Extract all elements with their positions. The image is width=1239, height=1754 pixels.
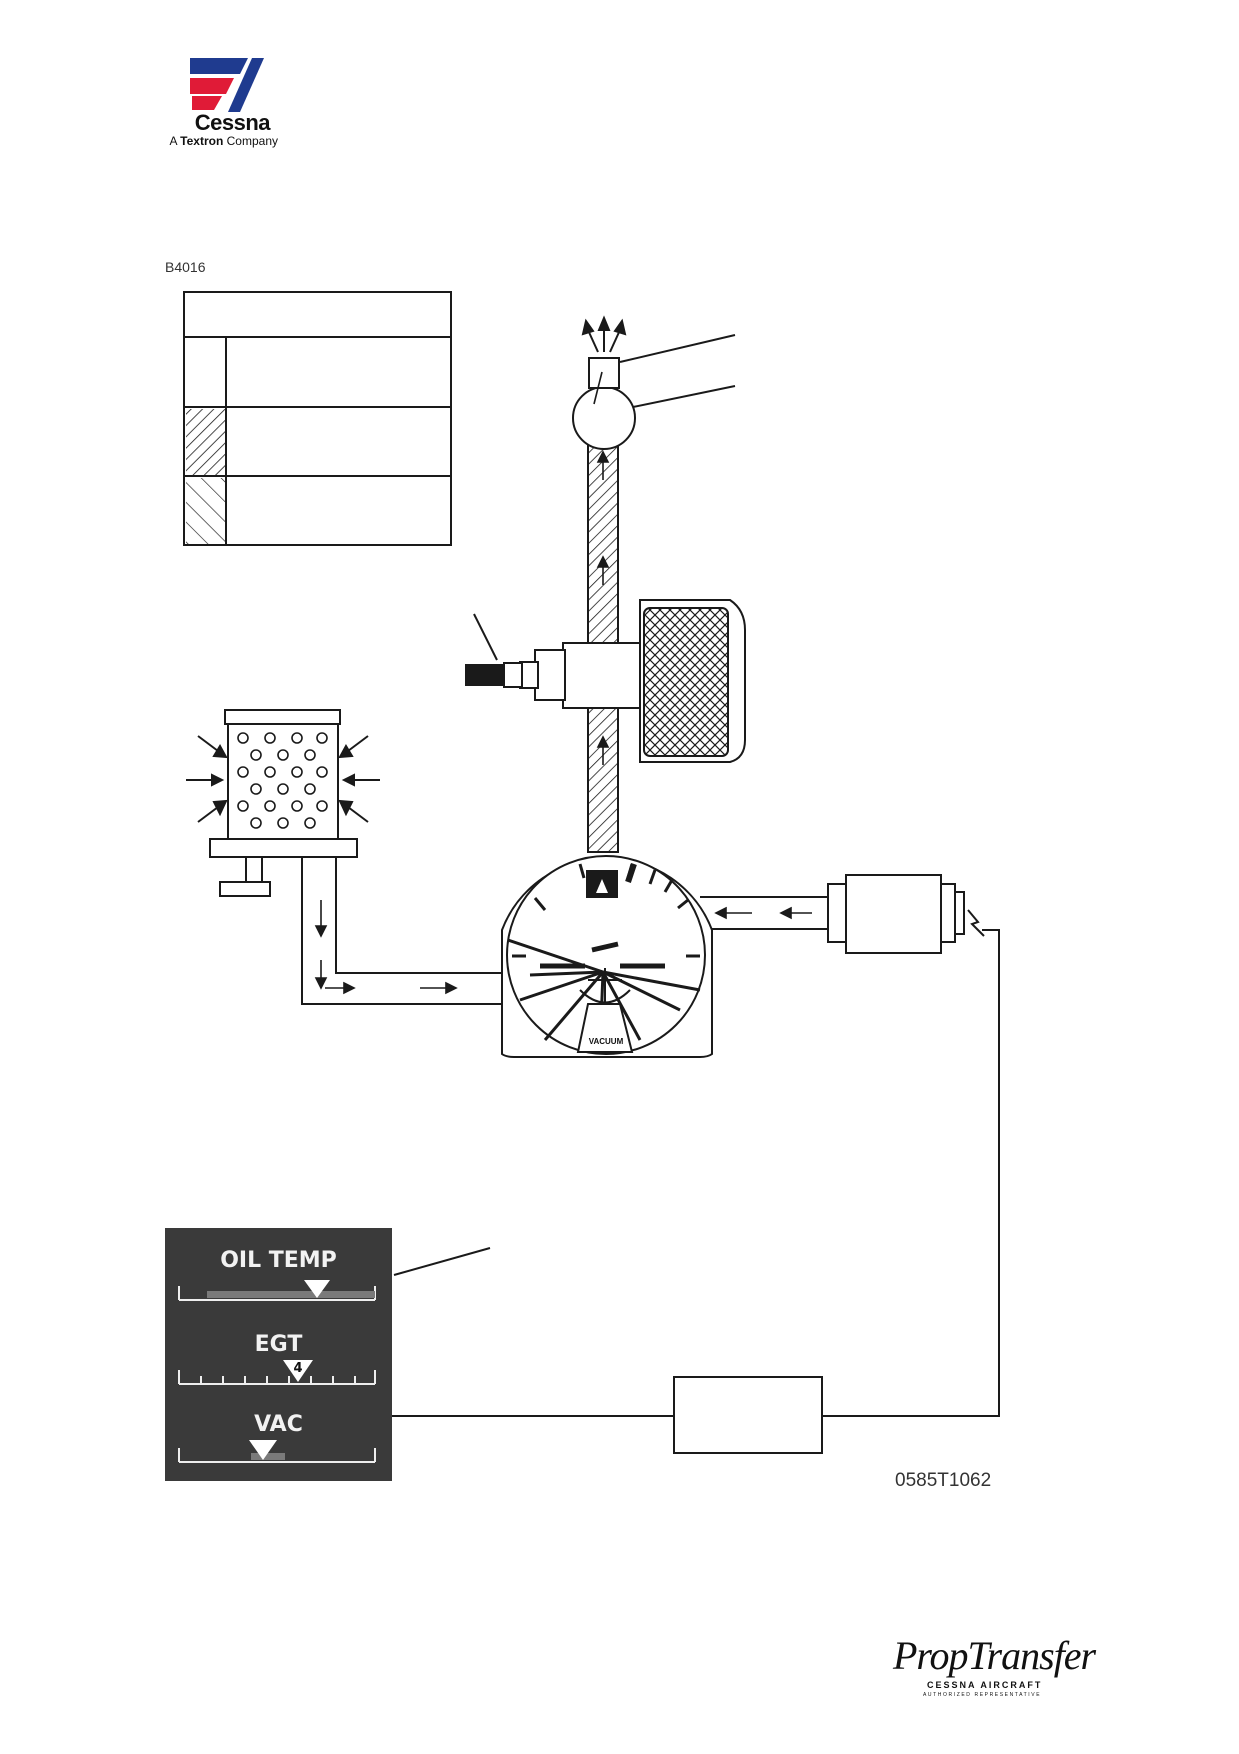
- tagline-prefix: A: [169, 134, 181, 148]
- vac-pointer-icon: [249, 1440, 277, 1460]
- regulator-filter: [639, 599, 746, 763]
- inlet-filter: [209, 709, 358, 897]
- gauge-pointer-icon: [596, 879, 608, 893]
- tagline-brand: Textron: [180, 134, 224, 148]
- gyro-rotor-icon: [579, 968, 631, 1004]
- exhaust-arrows-icon: [581, 315, 627, 353]
- proptransfer-wordmark: PropTransfer: [893, 1633, 1096, 1678]
- egt-cylinder-badge: 4: [293, 1361, 303, 1376]
- proptransfer-line2: AUTHORIZED REPRESENTATIVE: [923, 1692, 1042, 1698]
- vac-label: VAC: [254, 1412, 303, 1437]
- vacuum-gauge-label: VACUUM: [588, 1037, 624, 1046]
- vacuum-regulator: [503, 642, 644, 709]
- callout-leaders-top: [619, 334, 736, 408]
- inlet-duct: [301, 857, 502, 1005]
- flow-arrows-up: [596, 450, 610, 765]
- vacuum-pump: [827, 874, 965, 954]
- signal-converter-box: [673, 1376, 823, 1454]
- egt-label: EGT: [254, 1332, 303, 1357]
- vac-green-band: [251, 1453, 285, 1460]
- gyro-instrument: [501, 855, 713, 1058]
- gyro-instrument-index-wedge: [576, 1003, 634, 1053]
- legend-swatch-sparse-hatch: [186, 478, 225, 544]
- signal-wiring: [392, 929, 1000, 1417]
- egt-scale: [178, 1360, 376, 1385]
- textron-tagline: A Textron Company: [148, 134, 278, 148]
- gauge-red-mark: [625, 863, 637, 883]
- eis-callout-leader: [393, 1247, 491, 1276]
- tagline-suffix: Company: [223, 134, 278, 148]
- oil-temp-green-band: [207, 1291, 375, 1298]
- outlet-duct-flow-arrows: [714, 906, 812, 920]
- inlet-air-arrows-icon: [186, 735, 380, 823]
- inlet-duct-flow-arrows: [314, 900, 458, 995]
- electrical-connection-icon: [967, 909, 985, 937]
- eis-engine-display: OIL TEMP EGT 4 VAC: [165, 1228, 392, 1481]
- regulator-callout-leader: [473, 613, 498, 661]
- oil-temp-label: OIL TEMP: [220, 1248, 337, 1273]
- inlet-filter-holes: [237, 732, 328, 829]
- proptransfer-line1: CESSNA AIRCRAFT: [927, 1680, 1043, 1690]
- cessna-logo: Cessna A Textron Company: [156, 56, 278, 148]
- outlet-duct: [700, 896, 830, 930]
- regulator-adjust-knob-icon: [465, 664, 505, 686]
- gyro-instrument-horizon-bar: [540, 941, 665, 969]
- proptransfer-logo: PropTransfer CESSNA AIRCRAFT AUTHORIZED …: [893, 1632, 1096, 1702]
- egt-pointer-icon: [283, 1360, 313, 1382]
- oil-temp-pointer-icon: [304, 1280, 330, 1298]
- cessna-emblem-icon: [190, 58, 264, 112]
- cessna-wordmark: Cessna: [194, 110, 271, 135]
- figure-code: B4016: [165, 259, 206, 275]
- legend-box: [183, 291, 452, 546]
- legend-swatch-dense-hatch: [186, 409, 225, 475]
- vacuum-relief-valve: [572, 357, 636, 450]
- vac-scale: [178, 1440, 376, 1463]
- drawing-number: 0585T1062: [895, 1470, 992, 1491]
- oil-temp-scale: [178, 1280, 376, 1301]
